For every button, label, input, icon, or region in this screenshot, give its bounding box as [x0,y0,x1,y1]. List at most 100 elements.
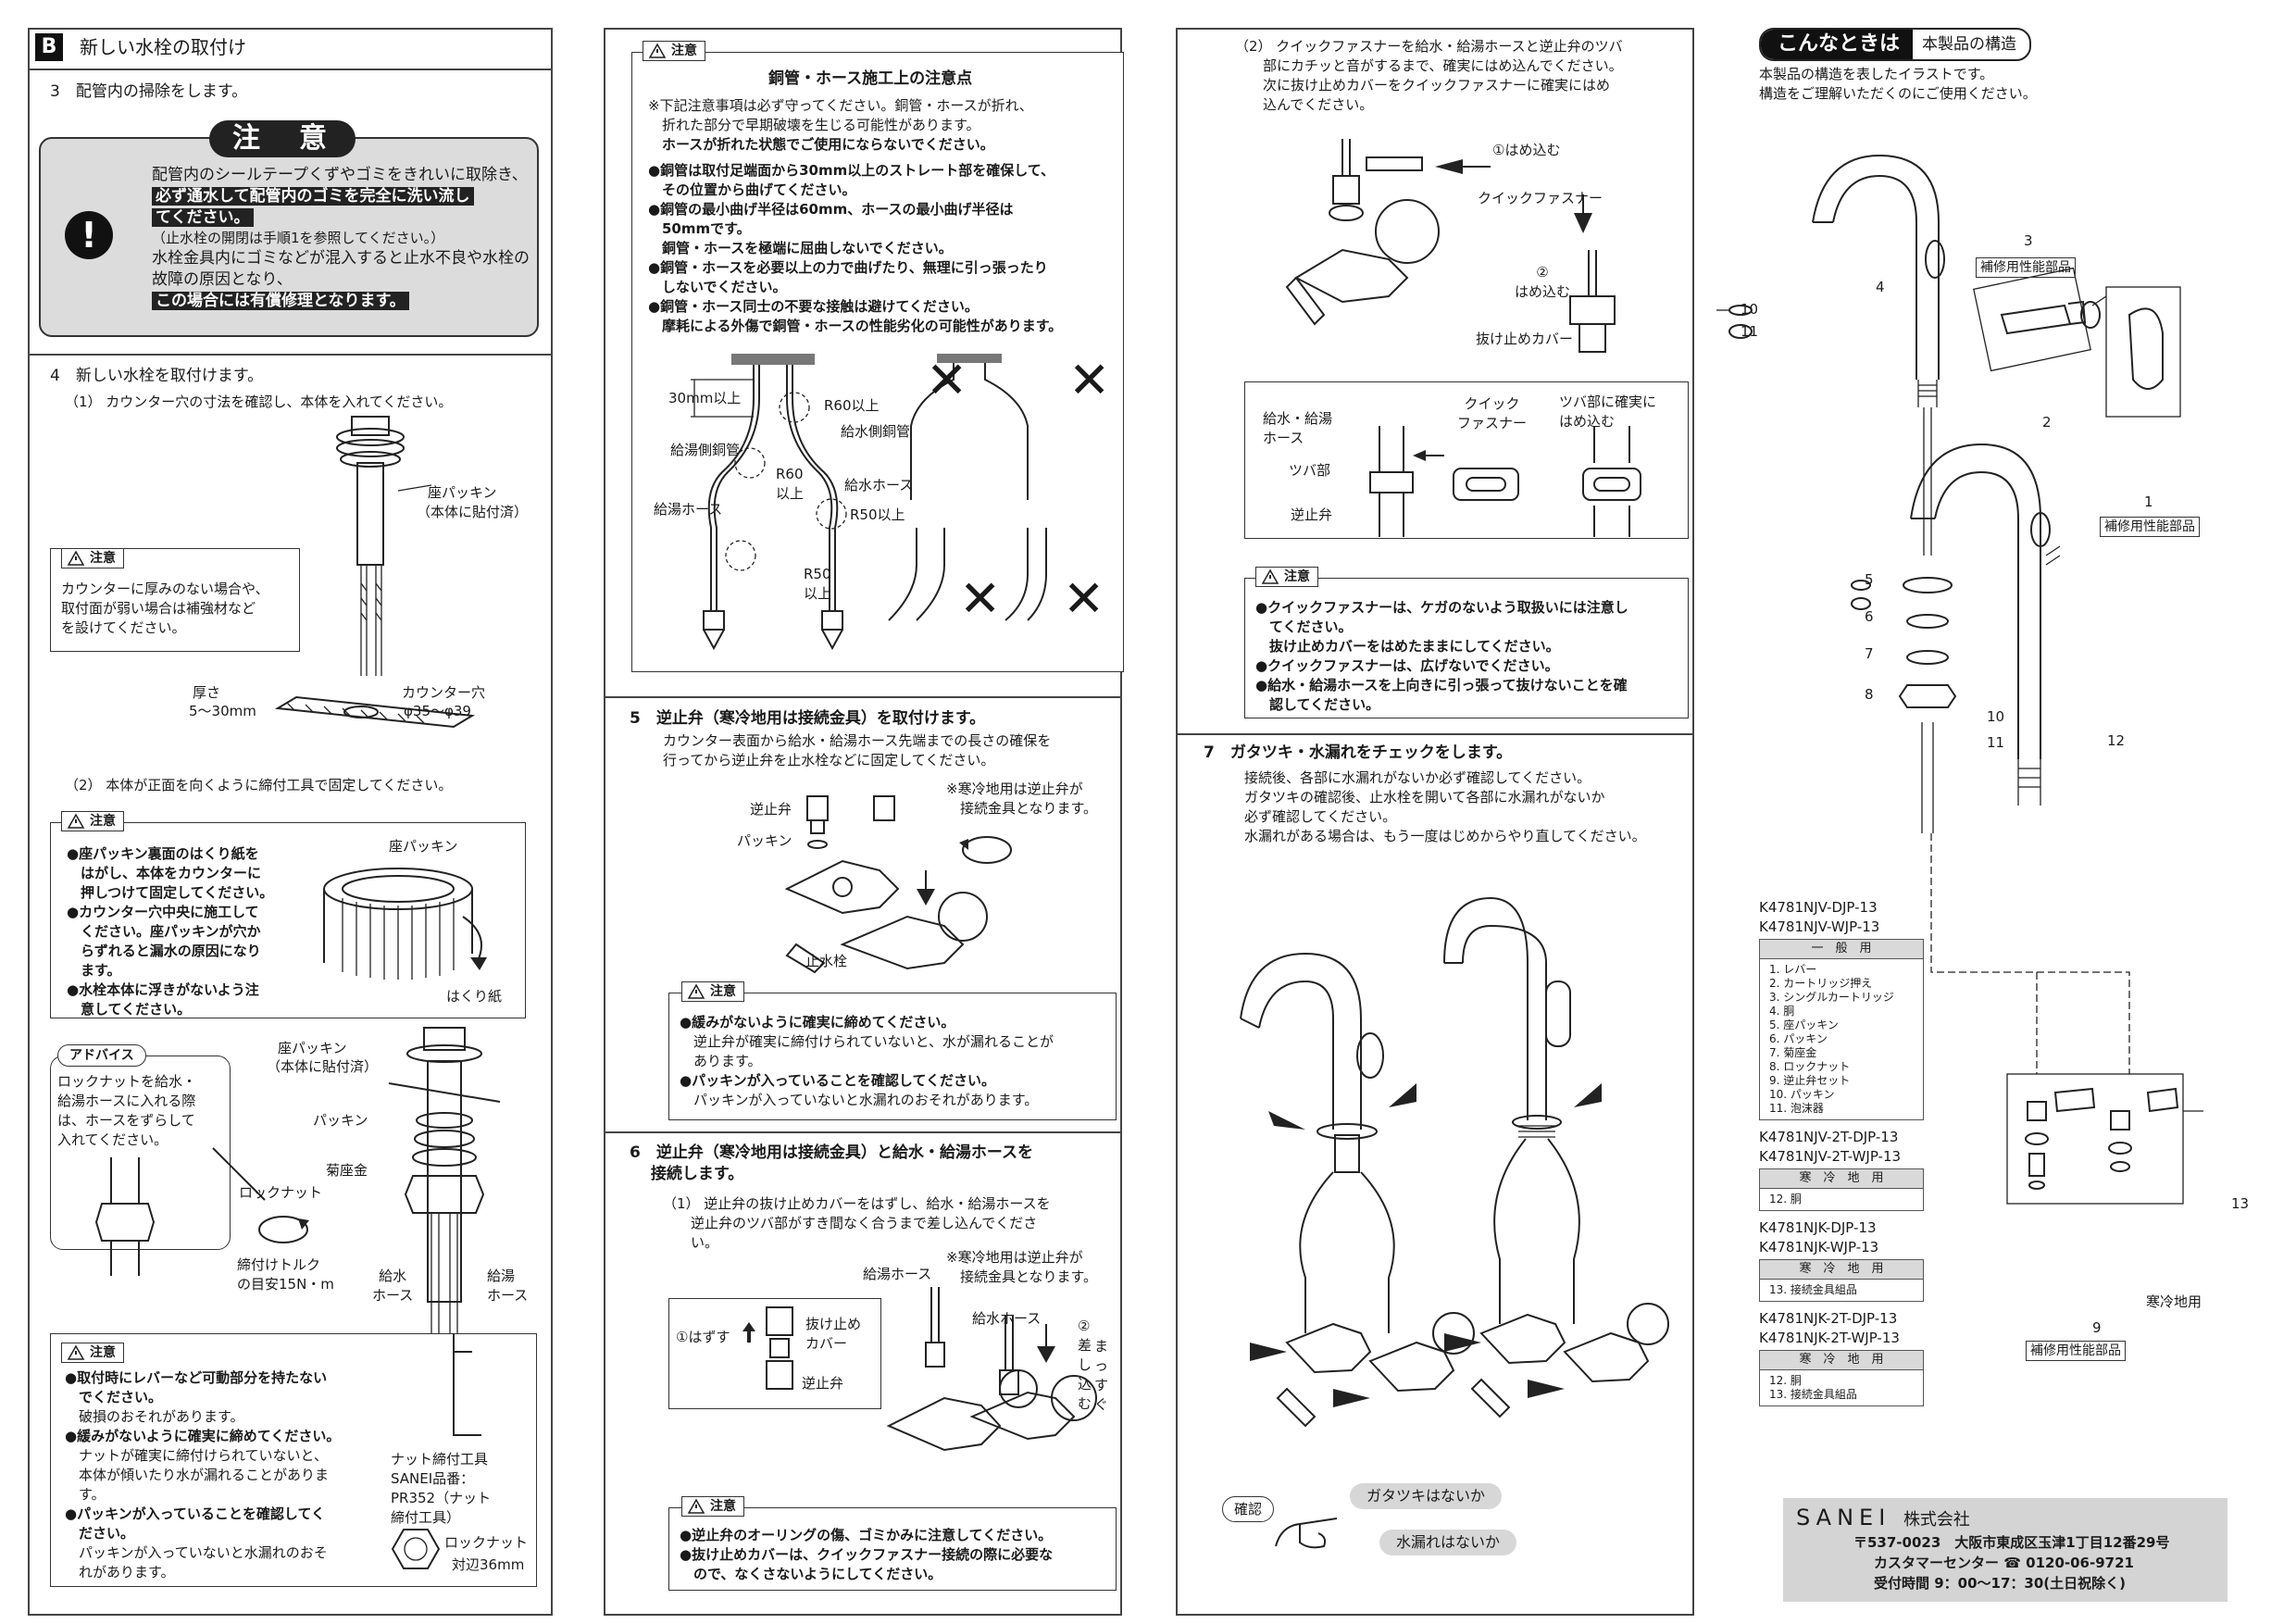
label-line: 給湯 [487,1268,516,1284]
note-line: ※寒冷地用は逆止弁が [946,781,1083,797]
label-r50b: R50 以上 [804,565,831,604]
label-line: ② [1536,264,1549,281]
model-list: K4781NJV-DJP-13 K4781NJV-WJP-13 一 般 用 1.… [1759,898,2018,1406]
label-shisuisen: 止水栓 [805,953,848,969]
caution-zapackin-box [50,822,526,1018]
structure-header-title: こんなときは [1761,30,1914,59]
parts-table: 寒 冷 地 用 13. 接続金具組品 [1759,1259,1924,1302]
rotate-arrow-icon [959,836,1012,864]
step-6-2: （2） クイックファスナーを給水・給湯ホースと逆止弁のツバ 部にカチッと音がする… [1235,37,1623,115]
label-kyusui-hose: 給水 ホース [372,1267,413,1305]
bullet-line: 50mmです。 [648,220,751,237]
caution-tag: 注意 [61,811,124,831]
label-torque: 締付けトルク の目安15N・m [237,1255,334,1294]
desc-line: 行ってから逆止弁を止水栓などに固定してください。 [663,752,995,768]
caution-line: カウンターに厚みのない場合や、 [61,581,269,597]
part-item: 1. レバー [1769,963,1817,976]
label-zapackin-3-note: （本体に貼付済） [267,1058,379,1075]
part-item: 6. パッキン [1769,1032,1828,1045]
label-30mm: 30mm以上 [668,390,742,406]
callout-3: 3 [2024,232,2033,249]
bullet-line: 摩耗による外傷で銅管・ホースの性能劣化の可能性があります。 [648,318,1063,334]
label-counter-hole: カウンター穴 [402,684,486,701]
callout-2: 2 [2042,414,2052,431]
company-box: SANEI 株式会社 〒537-0023 大阪市東成区玉津1丁目12番29号 カ… [1783,1498,2227,1602]
label-tsubabu: ツバ部 [1289,462,1331,479]
caution-line: れがあります。 [65,1564,175,1580]
label-line: 締付けトルク [237,1256,321,1273]
label-nukedome-cover-2: 抜け止めカバー [1476,331,1574,347]
assembly-illustration [388,1027,501,1333]
caution-line: ●抜け止めカバーは、クイックファスナー接続の際に必要な [680,1546,1054,1563]
step-6-note: ※寒冷地用は逆止弁が 接続金具となります。 [946,1248,1097,1287]
pipe-bullets: ●銅管は取付足端面から30mm以上のストレート部を確保して、 その位置から曲げて… [648,161,1062,336]
label-hazusu: ①はずす [676,1329,730,1345]
note-line: 接続金具となります。 [946,1268,1098,1285]
label-line: 以上 [776,485,805,502]
cross-mark-4: ✕ [1063,569,1105,628]
caution-line: 故障の原因となり、 [152,270,293,289]
callout-11: 11 [1741,323,1759,340]
section-letter: B [35,33,63,61]
label-locknut-2: ロックナット [444,1534,529,1551]
caution-line: （止水栓の開閉は手順1を参照してください。） [152,230,445,246]
label-tsuba-hamekomu: ツバ部に確実に はめ込む [1559,393,1656,431]
label-line: 以上 [804,585,832,602]
label-char: む [1078,1395,1092,1412]
caution-tag-label: 注意 [710,1499,736,1514]
note-line: 接続金具となります。 [946,800,1098,817]
caution-line: を設けてください。 [61,619,186,636]
desc-line: 次に抜け止めカバーをクイックファスナーに確実にはめ [1235,77,1611,94]
part-item: 2. カートリッジ押え [1769,977,1873,990]
label-char: す [1094,1377,1109,1393]
caution-tag: 注意 [681,1496,744,1517]
desc-line: 接続後、各部に水漏れがないか必ず確認してください。 [1244,769,1591,786]
pipe-caution-title: 銅管・ホース施工上の注意点 [768,69,973,88]
pill-gatatsuki: ガタツキはないか [1350,1483,1503,1509]
pointer-arrow [212,1147,266,1201]
desc-line: 逆止弁のツバ部がすき間なく合うまで差し込んでくださ [663,1215,1038,1231]
hex-nut-icon [391,1529,441,1569]
part-item: 9. 逆止弁セット [1769,1074,1851,1087]
part-item: 12. 胴 [1769,1193,1802,1206]
label-packin-2: パッキン [737,832,792,849]
caution-tag-label: 注意 [1284,569,1310,584]
title-line: 接続します。 [630,1165,744,1183]
label-kyusui-dokan: 給水側銅管 [841,423,911,440]
caution-line: ます。 [67,962,121,979]
part-item: 7. 菊座金 [1769,1046,1817,1059]
parts-table-body: 12. 胴 13. 接続金具組品 [1760,1370,1923,1405]
label-char: ぐ [1094,1396,1109,1413]
caution-line: ●水栓本体に浮きがないよう注 [67,981,259,998]
label-line: カバー [805,1335,848,1352]
caution-line: パッキンが入っていないと水漏れのおそれがあります。 [680,1092,1039,1108]
callout-13: 13 [2231,1195,2250,1212]
caution-quick-text: ●クイックファスナーは、ケガのないよう取扱いには注意し てください。 抜け止めカ… [1255,598,1628,715]
advice-line: は、ホースをずらして [57,1112,195,1129]
caution-line: 逆止弁が確実に締付けられていないと、水が漏れることが [680,1033,1054,1050]
parts-table-category: 一 般 用 [1760,940,1923,959]
model-group: K4781NJV-2T-DJP-13 K4781NJV-2T-WJP-13 寒 … [1759,1128,2018,1211]
label-line: 給水 [379,1268,407,1284]
model-name: K4781NJK-WJP-13 [1759,1239,1879,1255]
label-line: ファスナー [1457,415,1528,431]
label-r60: R60以上 [824,397,880,414]
caution-tag: 注意 [61,548,124,568]
label-zapackin: 座パッキン [428,484,497,501]
label-char: 込 [1078,1376,1092,1393]
label-taihen: 対辺36mm [452,1556,525,1573]
cross-mark-3: ✕ [959,569,1002,628]
label-line: ツバ部に確実に [1559,394,1657,410]
step-4-title: 4 新しい水栓を取付けます。 [50,367,264,385]
title-line: 6 逆止弁（寒冷地用は接続金具）と給水・給湯ホースを [630,1143,1033,1162]
parts-table: 一 般 用 1. レバー 2. カートリッジ押え 3. シングルカートリッジ 4… [1759,939,1924,1120]
divider [604,1131,1122,1133]
pointing-hand-icon [1275,1518,1338,1549]
model-name: K4781NJK-2T-DJP-13 [1759,1310,1898,1327]
label-kanrei: 寒冷地用 [2146,1293,2202,1310]
label-gyakushiben-2: 逆止弁 [802,1375,844,1392]
structure-intro: 本製品の構造を表したイラストです。 構造をご理解いただくのにご使用ください。 [1759,65,2037,104]
quick-fastener-detail-box [1244,381,1689,539]
caution-line-emph: てください。 [152,207,530,229]
label-line: の目安15N・m [237,1276,334,1293]
